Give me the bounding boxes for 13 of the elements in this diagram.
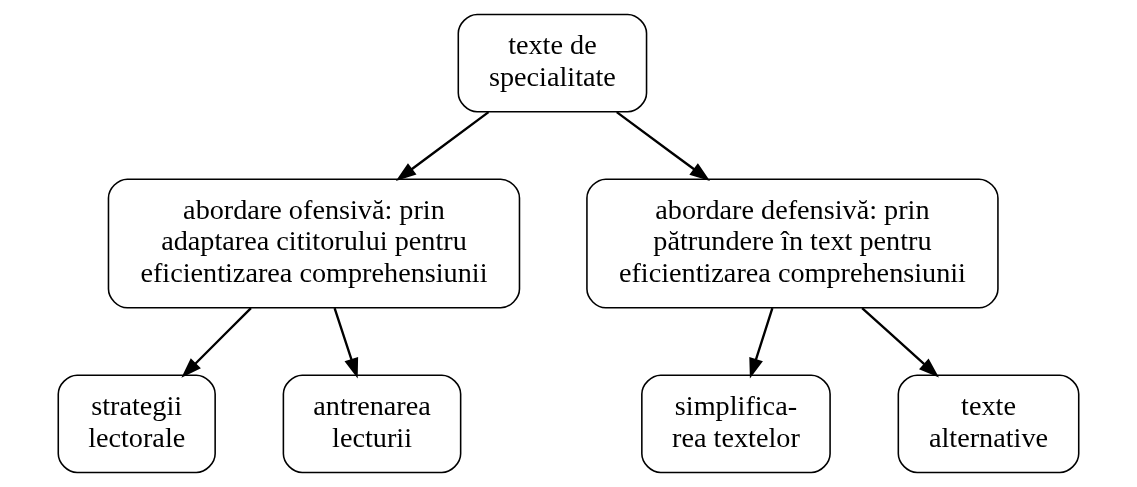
arrow (861, 307, 939, 378)
arrow (181, 307, 252, 378)
node-box: simplifica- rea textelor (641, 374, 831, 474)
arrow (333, 307, 359, 379)
arrow (749, 307, 774, 379)
node-box: abordare ofensivă: prin adaptarea cititorului pentru eficientizarea comprehensiunii (107, 178, 521, 309)
node-box: texte de specialitate (457, 13, 648, 113)
node-box: abordare defensivă: prin pătrundere în text pentru eficientizarea comprehensiunii (586, 178, 999, 309)
arrow (616, 111, 710, 182)
node-box: strategii lectorale (57, 374, 216, 474)
arrow (395, 111, 490, 182)
node-box: texte alternative (897, 374, 1080, 474)
node-box: antrenarea lecturii (282, 374, 462, 474)
